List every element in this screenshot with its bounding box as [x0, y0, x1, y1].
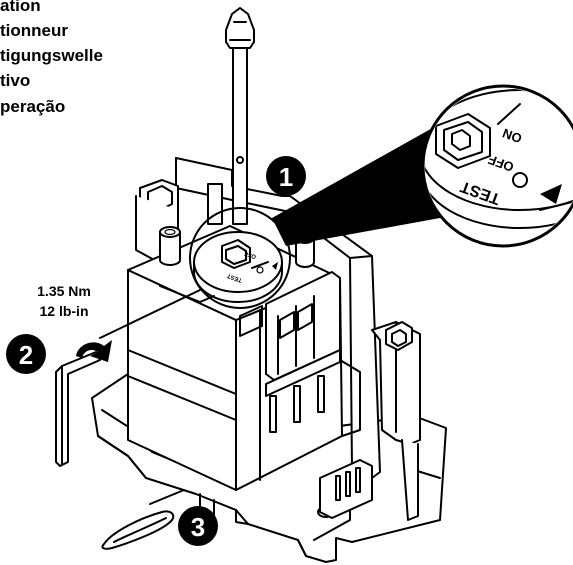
caption-block: ation tionneur tigungswelle tivo peração — [0, 0, 180, 150]
step-badge-3: 3 — [178, 506, 218, 546]
right-side-module — [371, 321, 421, 521]
focus-circle — [189, 207, 291, 309]
callout-wedge — [272, 126, 440, 246]
caption-line-5: peração — [0, 97, 66, 116]
pin-leader-line — [149, 489, 185, 505]
dial-test-label-small: TEST — [226, 272, 243, 283]
caption-line-2: tionneur — [0, 21, 68, 40]
magnified-dial-detail: TEST OFF ON — [421, 84, 573, 248]
rotation-arrow-icon — [76, 340, 112, 362]
step-number-1: 1 — [279, 162, 293, 192]
torque-nm: 1.35 Nm — [37, 283, 91, 299]
caption-line-1: ation — [0, 0, 41, 15]
step-number-2: 2 — [19, 340, 33, 370]
screw-post-left — [159, 226, 181, 266]
torque-leader-line — [99, 289, 201, 339]
caption-line-3: tigungswelle — [0, 46, 103, 65]
hex-key-icon — [55, 351, 101, 467]
bottom-connector — [319, 459, 373, 519]
step-badge-2: 2 — [6, 334, 46, 374]
caption-line-4: tivo — [0, 71, 31, 90]
dial-off-label-small: OFF — [243, 249, 257, 259]
locking-pin-icon — [101, 510, 175, 550]
dial-on-label: ON — [500, 125, 523, 146]
step-number-3: 3 — [191, 512, 205, 542]
step-badge-1: 1 — [266, 156, 306, 196]
operating-shaft — [225, 7, 255, 225]
terminal-block — [239, 271, 341, 433]
torque-lbin: 12 lb-in — [39, 303, 89, 319]
